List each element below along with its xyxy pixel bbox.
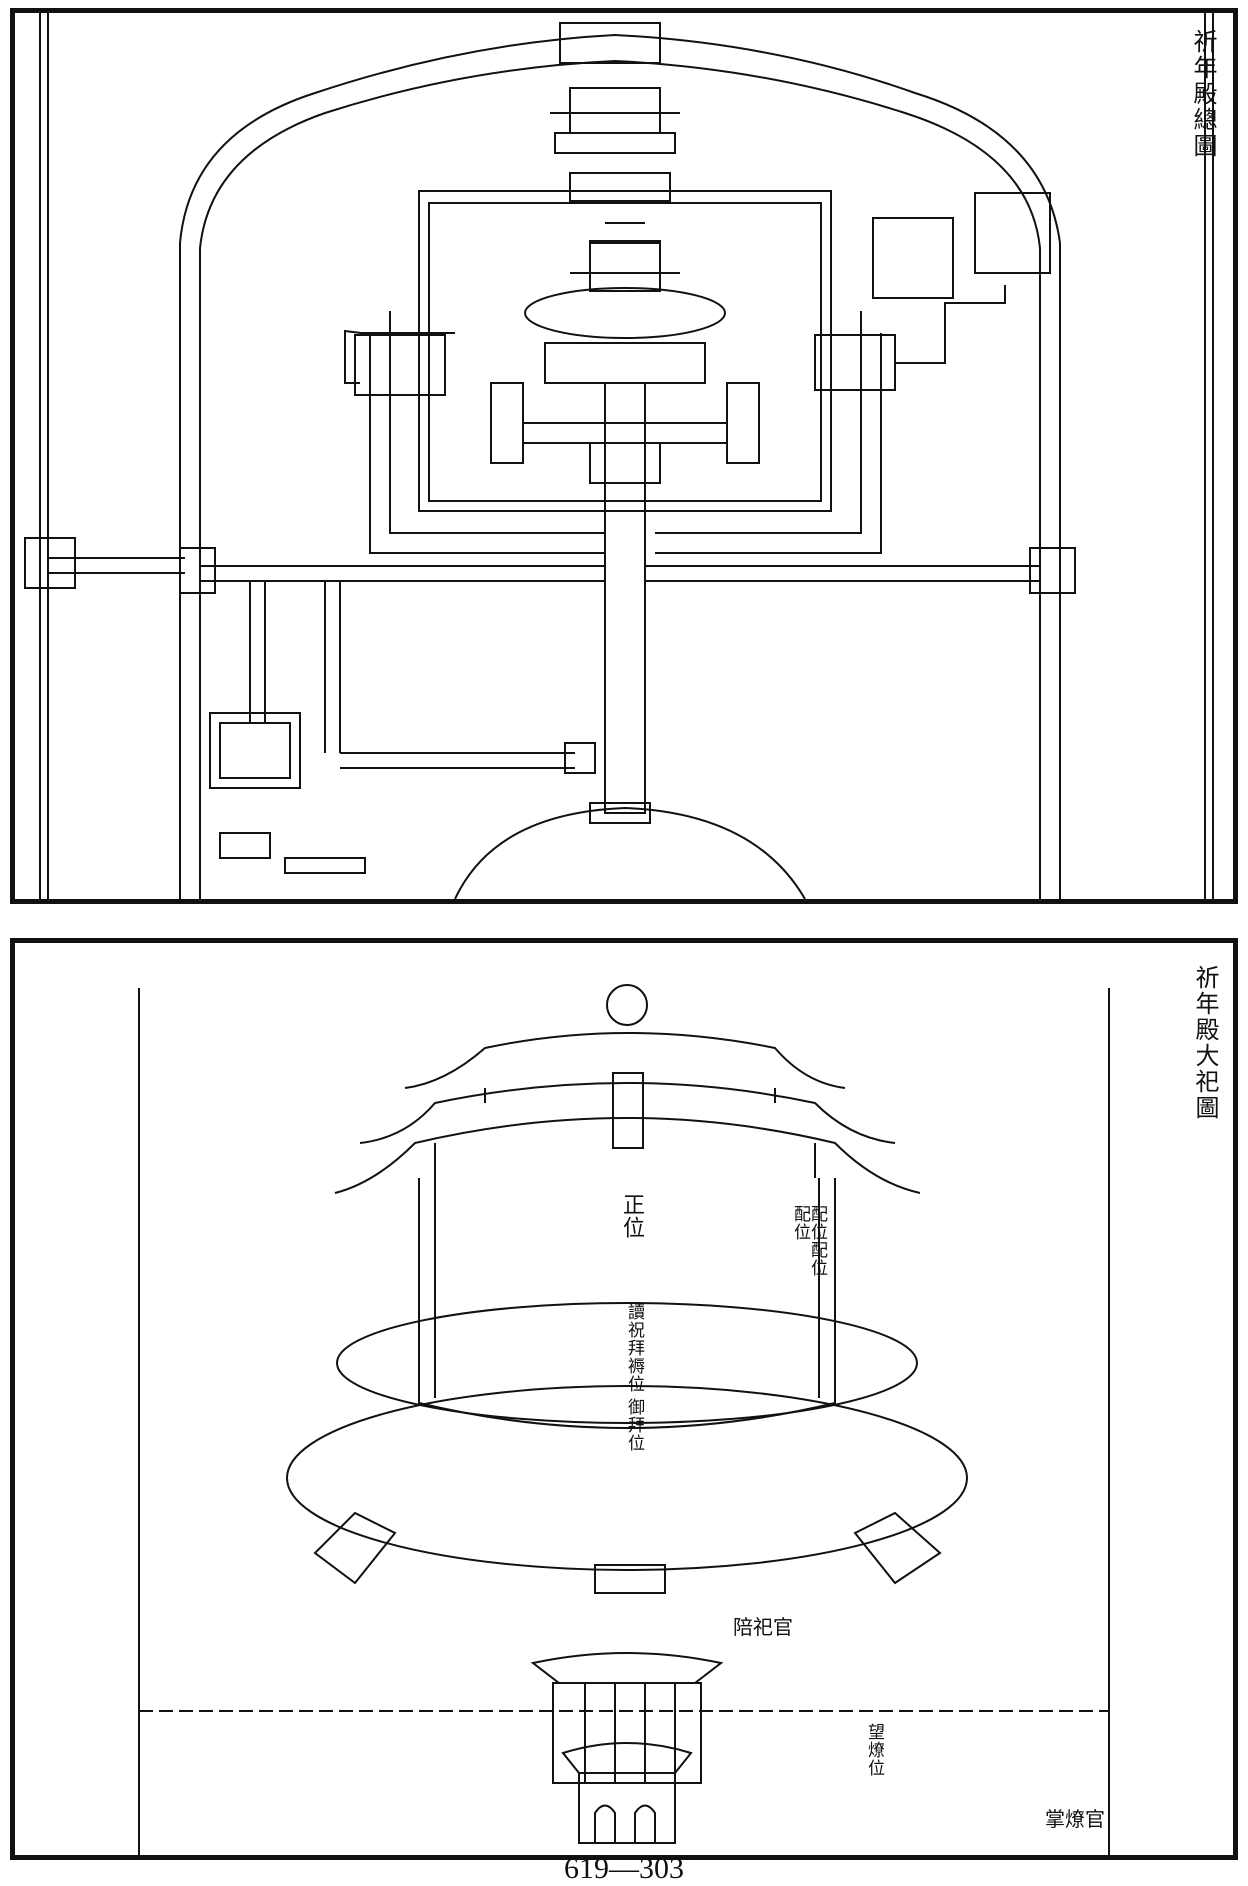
label-attending-officials: 陪祀官 bbox=[733, 1615, 793, 1639]
label-burning-watch-position: 望燎位 bbox=[864, 1723, 884, 1777]
general-plan-drawing bbox=[24, 13, 1214, 899]
bottom-figure-ceremony-plan: 祈年殿大祀圖 正位 配位配位配位 讀祝拜褥位 御拜位 陪祀官 望燎位 掌燎官 bbox=[10, 938, 1238, 1860]
top-figure-title: 祈年殿總圖 bbox=[1189, 29, 1217, 159]
label-emperor-position: 御拜位 bbox=[624, 1398, 644, 1452]
label-main-position: 正位 bbox=[619, 1193, 644, 1239]
top-figure-general-plan: 祈年殿總圖 bbox=[10, 8, 1238, 904]
page-number: 619—303 bbox=[564, 1852, 684, 1885]
label-burning-official: 掌燎官 bbox=[1045, 1807, 1105, 1831]
ceremony-plan-drawing bbox=[138, 984, 1110, 1855]
label-prayer-reading-position: 讀祝拜褥位 bbox=[624, 1303, 644, 1393]
bottom-figure-title: 祈年殿大祀圖 bbox=[1191, 965, 1219, 1121]
label-associated-positions: 配位配位配位 bbox=[790, 1205, 827, 1277]
